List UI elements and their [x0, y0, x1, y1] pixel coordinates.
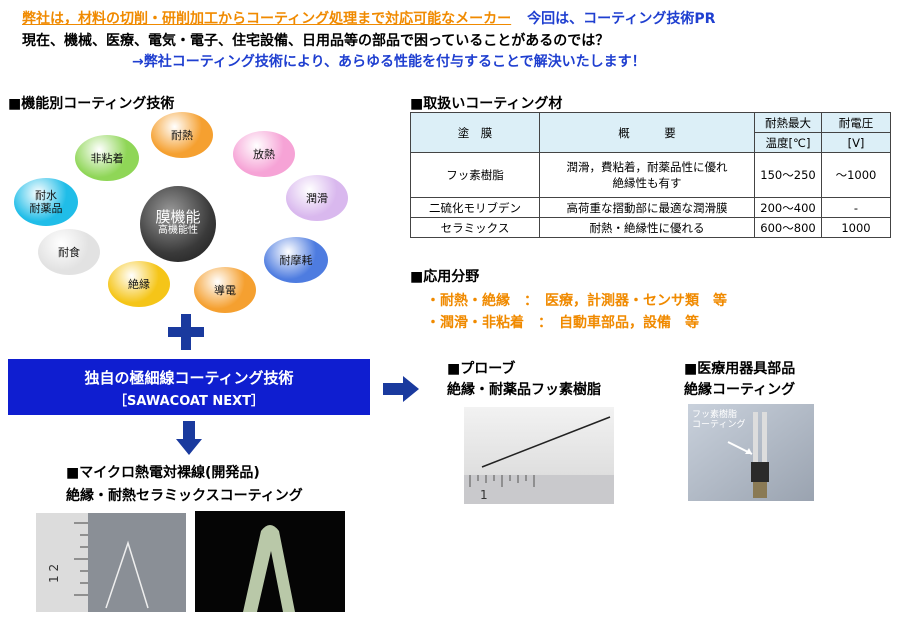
header-line-1: 弊社は，材料の切削・研削加工からコーティング処理まで対応可能なメーカー今回は、コ…	[22, 8, 715, 28]
table-row: 二硫化モリブデン 高荷重な摺動部に最適な潤滑膜 200～400 -	[410, 197, 891, 218]
probe-ruler-mark: 1	[480, 488, 488, 502]
cell-volt: ～1000	[821, 152, 891, 198]
cell-coat: 二硫化モリブデン	[410, 197, 540, 218]
cell-heat: 150～250	[754, 152, 822, 198]
technology-brand: ［SAWACOAT NEXT］	[114, 394, 264, 409]
header-heat-unit: 温度[℃]	[754, 132, 822, 153]
cell-volt: -	[821, 197, 891, 218]
cell-volt: 1000	[821, 217, 891, 238]
header-volt-unit: [V]	[821, 132, 891, 153]
probe-photo: 1	[464, 407, 614, 504]
cell-heat: 200～400	[754, 197, 822, 218]
thermocouple-photo-2	[195, 511, 345, 612]
table-row: セラミックス 耐熱・絶縁性に優れる 600～800 1000	[410, 217, 891, 238]
ball-water-chemical-resistance: 耐水 耐薬品	[14, 178, 78, 226]
technology-box: 独自の極細線コーティング技術 ［SAWACOAT NEXT］	[8, 359, 370, 415]
ball-conductivity: 導電	[194, 267, 256, 313]
center-ball-sub: 高機能性	[158, 225, 198, 236]
function-section-title: ■機能別コーティング技術	[8, 96, 175, 112]
header-volt-top: 耐電圧	[821, 112, 891, 133]
cell-summary: 耐熱・絶縁性に優れる	[539, 217, 755, 238]
medical-photo	[688, 404, 814, 501]
thermocouple-photo-1: 1 2	[36, 513, 186, 612]
center-ball-main: 膜機能	[155, 208, 201, 226]
ball-lubrication: 潤滑	[286, 175, 348, 221]
probe-title: ■プローブ	[447, 361, 516, 377]
application-section-title: ■応用分野	[410, 269, 480, 285]
pr-topic: 今回は、コーティング技術PR	[527, 11, 716, 27]
ball-insulation: 絶縁	[108, 261, 170, 307]
cell-heat: 600～800	[754, 217, 822, 238]
thermocouple-subtitle: 絶縁・耐熱セラミックスコーティング	[66, 488, 303, 504]
arrow-right-icon	[383, 376, 419, 402]
cell-coat: セラミックス	[410, 217, 540, 238]
cell-coat: フッ素樹脂	[410, 152, 540, 198]
center-ball: 膜機能 高機能性	[140, 186, 216, 262]
ball-non-stick: 非粘着	[75, 135, 139, 181]
header-line-3: →弊社コーティング技術により、あらゆる性能を付与することで解決いたします！	[132, 54, 646, 70]
medical-annotation: フッ素樹脂 コーティング	[692, 410, 746, 430]
arrow-down-icon	[176, 421, 202, 455]
thermocouple-title: ■マイクロ熱電対裸線(開発品)	[66, 465, 260, 481]
cell-summary: 潤滑，費粘着，耐薬品性に優れ 絶縁性も有す	[539, 152, 755, 198]
application-line-2: ・潤滑・非粘着 ： 自動車部品，設備 等	[426, 315, 699, 331]
cell-summary: 高荷重な摺動部に最適な潤滑膜	[539, 197, 755, 218]
header-summary: 概 要	[539, 112, 755, 153]
ball-corrosion-resistance: 耐食	[38, 229, 100, 275]
medical-title: ■医療用器具部品	[684, 361, 796, 377]
thermo-ruler-mark: 1 2	[47, 564, 61, 583]
ball-wear-resistance: 耐摩耗	[264, 237, 328, 283]
company-description: 弊社は，材料の切削・研削加工からコーティング処理まで対応可能なメーカー	[22, 11, 512, 27]
ball-heat-resistance: 耐熱	[151, 112, 213, 158]
plus-icon	[168, 314, 204, 350]
materials-section-title: ■取扱いコーティング材	[410, 96, 563, 112]
header-coat: 塗 膜	[410, 112, 540, 153]
header-line-2: 現在、機械、医療、電気・電子、住宅設備、日用品等の部品で困っていることがあるので…	[22, 33, 610, 49]
table-row: フッ素樹脂 潤滑，費粘着，耐薬品性に優れ 絶縁性も有す 150～250 ～100…	[410, 152, 891, 198]
materials-table: 塗 膜 概 要 耐熱最大 耐電圧 温度[℃] [V] フッ素樹脂 潤滑，費粘着，…	[410, 112, 891, 238]
probe-subtitle: 絶縁・耐薬品フッ素樹脂	[447, 382, 601, 398]
header-heat-top: 耐熱最大	[754, 112, 822, 133]
ball-heat-dissipation: 放熱	[233, 131, 295, 177]
medical-subtitle: 絶縁コーティング	[684, 382, 796, 398]
application-line-1: ・耐熱・絶縁 ： 医療，計測器・センサ類 等	[426, 293, 727, 309]
technology-name: 独自の極細線コーティング技術	[84, 369, 294, 387]
